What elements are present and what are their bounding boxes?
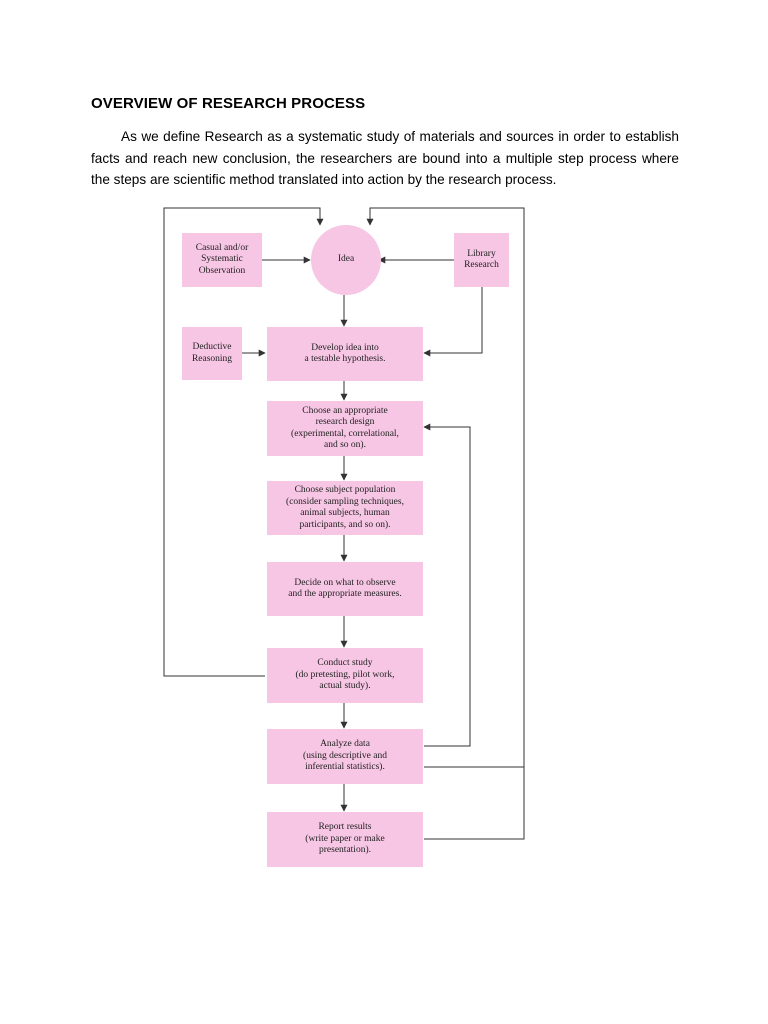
arrow-library-to-hypothesis (423, 287, 483, 357)
report-results-box: Report results (write paper or make pres… (267, 812, 423, 867)
observe-measures-box: Decide on what to observe and the approp… (267, 562, 423, 616)
observation-box: Casual and/or Systematic Observation (182, 233, 262, 287)
page-title: OVERVIEW OF RESEARCH PROCESS (91, 95, 366, 112)
library-research-box: Library Research (454, 233, 509, 287)
hypothesis-box: Develop idea into a testable hypothesis. (267, 327, 423, 381)
research-design-box: Choose an appropriate research design (e… (267, 401, 423, 456)
intro-paragraph: As we define Research as a systematic st… (91, 129, 679, 187)
loop-analyze-to-design (423, 423, 471, 747)
subject-population-box: Choose subject population (consider samp… (267, 481, 423, 535)
analyze-data-box: Analyze data (using descriptive and infe… (267, 729, 423, 784)
conduct-study-box: Conduct study (do pretesting, pilot work… (267, 648, 423, 703)
deductive-reasoning-box: Deductive Reasoning (182, 327, 242, 380)
loop-report-to-idea (366, 207, 525, 840)
idea-node: Idea (311, 225, 381, 295)
loop-conduct-to-idea (163, 207, 324, 677)
